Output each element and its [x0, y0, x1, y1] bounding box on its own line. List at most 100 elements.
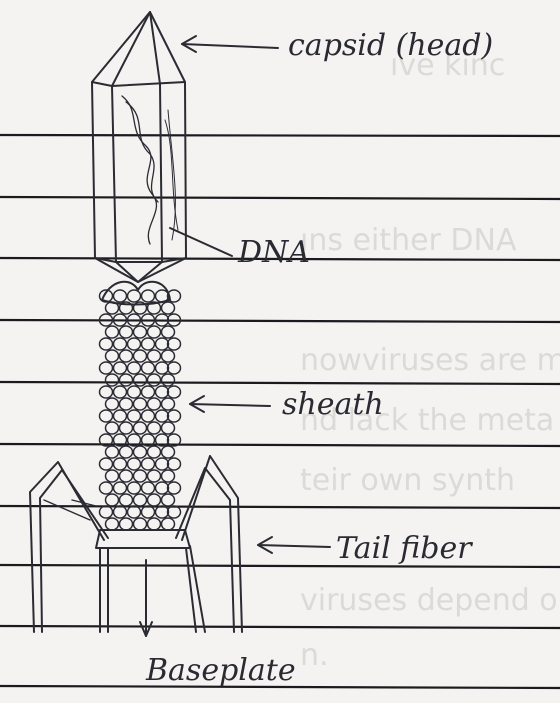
sheath-coil — [142, 482, 155, 494]
sheath-coil — [120, 470, 133, 482]
sheath-coil — [100, 386, 113, 398]
label-arrows — [140, 36, 330, 636]
tail-sheath — [100, 290, 181, 530]
sheath-coil — [148, 446, 161, 458]
sheath-coil — [100, 458, 113, 470]
sheath-coil — [134, 350, 147, 362]
sheath-coil — [128, 362, 141, 374]
sheath-coil — [128, 338, 141, 350]
sheath-coil — [120, 518, 133, 530]
sheath-coil — [134, 470, 147, 482]
sheath-coil — [148, 470, 161, 482]
sheath-coil — [162, 398, 175, 410]
sheath-coil — [100, 338, 113, 350]
sheath-coil — [106, 398, 119, 410]
sheath-label: sheath — [282, 387, 384, 422]
sheath-coil — [134, 446, 147, 458]
sheath-coil — [142, 362, 155, 374]
dna-label: DNA — [237, 235, 310, 270]
sheath-coil — [156, 410, 169, 422]
sheath-coil — [142, 386, 155, 398]
sheath-coil — [100, 506, 113, 518]
sheath-coil — [106, 422, 119, 434]
sheath-coil — [142, 506, 155, 518]
sheath-coil — [142, 290, 155, 302]
sheath-coil — [128, 458, 141, 470]
sheath-coil — [142, 410, 155, 422]
sheath-coil — [148, 350, 161, 362]
sheath-coil — [162, 302, 175, 314]
sheath-coil — [106, 470, 119, 482]
baseplate — [96, 530, 190, 548]
sheath-coil — [156, 290, 169, 302]
sheath-coil — [106, 350, 119, 362]
sheath-coil — [156, 386, 169, 398]
sheath-coil — [106, 494, 119, 506]
sheath-coil — [120, 494, 133, 506]
baseplate-label: Baseplate — [145, 653, 296, 688]
sheath-coil — [156, 338, 169, 350]
sheath-coil — [168, 482, 181, 494]
sheath-coil — [168, 386, 181, 398]
sheath-coil — [148, 374, 161, 386]
sheath-coil — [148, 398, 161, 410]
sheath-coil — [168, 458, 181, 470]
sheath-coil — [162, 518, 175, 530]
sheath-coil — [114, 386, 127, 398]
sheath-coil — [168, 506, 181, 518]
sheath-coil — [128, 482, 141, 494]
sheath-coil — [114, 338, 127, 350]
sheath-coil — [128, 386, 141, 398]
sheath-coil — [134, 374, 147, 386]
svg-text:viruses depend on the: viruses depend on the — [300, 583, 560, 618]
sheath-coil — [106, 446, 119, 458]
sheath-coil — [162, 470, 175, 482]
sheath-coil — [100, 410, 113, 422]
sheath-coil — [168, 362, 181, 374]
sheath-coil — [134, 326, 147, 338]
sheath-coil — [148, 518, 161, 530]
sheath-coil — [100, 362, 113, 374]
sheath-coil — [120, 398, 133, 410]
sheath-coil — [134, 422, 147, 434]
bleed-through-text: ıve kinc ıns either DNA nowviruses are m… — [300, 48, 560, 673]
sheath-coil — [106, 302, 119, 314]
sheath-coil — [134, 518, 147, 530]
sheath-coil — [114, 362, 127, 374]
sheath-coil — [168, 410, 181, 422]
sheath-coil — [168, 338, 181, 350]
sheath-coil — [106, 518, 119, 530]
sheath-coil — [156, 482, 169, 494]
sheath-coil — [128, 290, 141, 302]
sheath-coil — [142, 458, 155, 470]
svg-text:nowviruses are mor: nowviruses are mor — [300, 343, 560, 378]
dna-strand — [122, 96, 158, 244]
sheath-coil — [162, 422, 175, 434]
capsid-head — [92, 12, 186, 282]
sheath-coil — [114, 410, 127, 422]
sheath-coil — [120, 326, 133, 338]
sheath-coil — [162, 326, 175, 338]
svg-text:ıns either DNA: ıns either DNA — [300, 223, 517, 258]
sheath-coil — [162, 374, 175, 386]
sheath-coil — [128, 506, 141, 518]
sheath-coil — [134, 398, 147, 410]
sheath-coil — [134, 494, 147, 506]
sheath-coil — [162, 350, 175, 362]
sheath-coil — [120, 446, 133, 458]
sheath-coil — [162, 446, 175, 458]
sheath-coil — [114, 506, 127, 518]
sheath-coil — [120, 422, 133, 434]
sheath-coil — [148, 494, 161, 506]
sheath-coil — [156, 362, 169, 374]
sheath-coil — [100, 482, 113, 494]
sheath-coil — [156, 458, 169, 470]
sheath-coil — [120, 350, 133, 362]
sheath-coil — [114, 458, 127, 470]
sheath-coil — [148, 422, 161, 434]
sheath-coil — [106, 374, 119, 386]
svg-text:teir own synth: teir own synth — [300, 463, 515, 498]
sheath-coil — [162, 494, 175, 506]
sheath-coil — [120, 374, 133, 386]
